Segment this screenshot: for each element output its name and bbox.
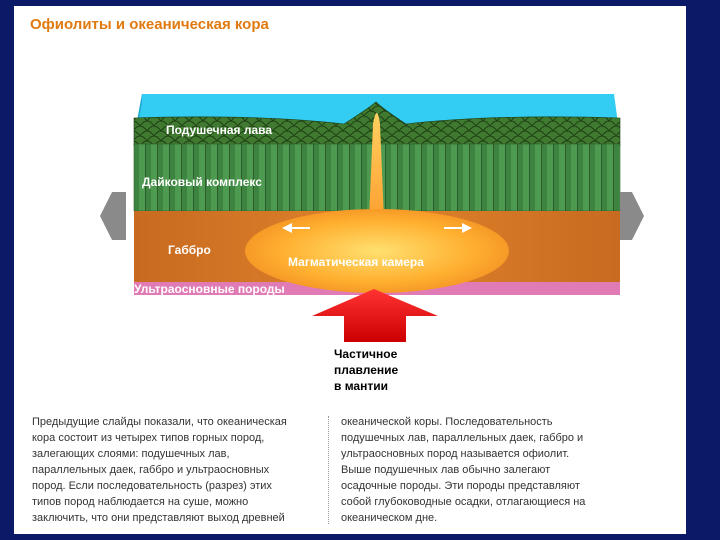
spreading-arrows (282, 223, 472, 233)
label-dike-complex: Дайковый комплекс (142, 175, 262, 189)
plate-arrow-right-icon (620, 192, 644, 240)
text-line: типов пород наблюдается на суше, можно (32, 496, 249, 508)
text-line: пород. Если последовательность (разрез) … (32, 480, 272, 492)
label-melting-1: Частичное (334, 347, 398, 361)
text-line: океанической коры. Последовательность (341, 416, 553, 428)
plate-arrow-left-icon (100, 192, 126, 240)
text-line: ультраосновных пород называется офиолит. (341, 448, 570, 460)
column-divider (328, 416, 329, 524)
label-melting-2: плавление (334, 363, 399, 377)
text-line: залегающих слоями: подушечных лав, (32, 448, 230, 460)
text-line: заключить, что они представляют выход др… (32, 512, 285, 524)
text-line: Предыдущие слайды показали, что океаниче… (32, 416, 287, 428)
slide: Офиолиты и океаническая кора (14, 6, 686, 534)
text-column-right: океанической коры. Последовательность по… (341, 414, 637, 526)
text-line: осадочные породы. Эти породы представляю… (341, 480, 580, 492)
text-line: океаническом дне. (341, 512, 438, 524)
slide-title: Офиолиты и океаническая кора (30, 16, 269, 33)
text-line: собой глубоководные осадки, отлагающиеся… (341, 496, 586, 508)
arrow-right-icon (444, 223, 472, 233)
label-melting-3: в мантии (334, 379, 388, 393)
text-line: параллельных даек, габбро и ультраосновн… (32, 464, 270, 476)
label-ultramafic: Ультраосновные породы (134, 282, 285, 296)
arrow-left-icon (282, 223, 310, 233)
magma-conduit (369, 113, 384, 220)
label-magma-chamber: Магматическая камера (288, 255, 424, 269)
magma-chamber (245, 209, 509, 293)
label-gabbro: Габбро (168, 243, 211, 257)
ophiolite-diagram: Подушечная лава Дайковый комплекс Габбро… (100, 94, 644, 393)
text-line: Выше подушечных лав обычно залегают (341, 464, 551, 476)
text-column-left: Предыдущие слайды показали, что океаниче… (32, 414, 328, 526)
label-pillow-lava: Подушечная лава (166, 123, 272, 137)
arrow-up-icon (312, 289, 438, 342)
text-line: подушечных лав, параллельных даек, габбр… (341, 432, 584, 444)
text-line: кора состоит из четырех типов горных пор… (32, 432, 265, 444)
